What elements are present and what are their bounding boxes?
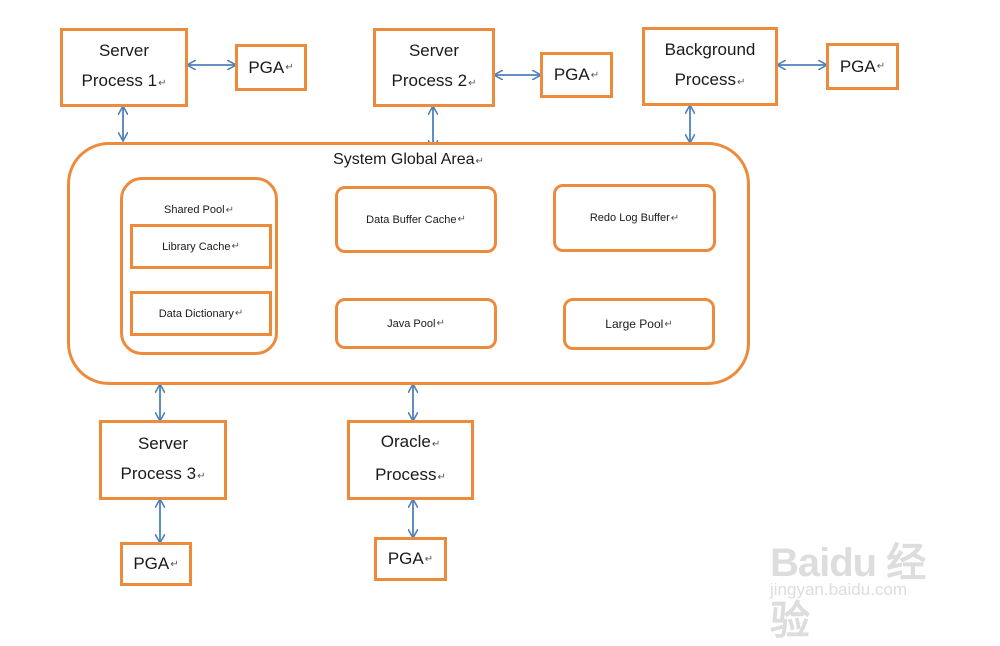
- server-process-1-line2: Process 1: [81, 71, 158, 90]
- server-process-2-line2: Process 2: [391, 71, 468, 90]
- baidu-watermark: Baidu 经验 jingyan.baidu.com: [760, 510, 960, 643]
- data-dictionary-box: Data Dictionary↵: [130, 291, 272, 336]
- library-cache-box: Library Cache↵: [130, 224, 272, 269]
- paragraph-mark: ↵: [285, 62, 294, 73]
- paragraph-mark: ↵: [234, 308, 244, 319]
- server-process-2-line1: Server: [408, 41, 460, 60]
- server-process-3-line2: Process 3: [120, 463, 197, 483]
- background-process-line1: Background: [664, 40, 756, 59]
- background-process-line2: Process: [674, 70, 736, 89]
- oracle-process-line1: Oracle: [380, 432, 431, 451]
- java-pool-box: Java Pool↵: [335, 298, 497, 349]
- pga-label: PGA: [839, 56, 876, 76]
- pga-box-5: PGA↵: [374, 537, 447, 581]
- redo-log-buffer-label: Redo Log Buffer: [589, 212, 670, 224]
- paragraph-mark: ↵: [737, 77, 746, 88]
- oracle-process-box: Oracle↵Process↵: [347, 420, 474, 500]
- pga-box-3: PGA↵: [826, 43, 899, 90]
- sga-title: System Global Area: [333, 151, 475, 168]
- oracle-process-line2: Process: [375, 465, 437, 484]
- java-pool-label: Java Pool: [387, 317, 436, 330]
- pga-box-4: PGA↵: [120, 542, 192, 586]
- paragraph-mark: ↵: [475, 156, 484, 167]
- paragraph-mark: ↵: [590, 69, 600, 81]
- large-pool-label: Large Pool: [605, 317, 664, 331]
- connectors: [0, 0, 1000, 622]
- paragraph-mark: ↵: [431, 439, 441, 450]
- watermark-main: Baidu 经验: [770, 541, 926, 643]
- data-dictionary-label: Data Dictionary: [158, 307, 234, 320]
- shared-pool-title: Shared Pool: [164, 204, 225, 216]
- data-buffer-cache-label: Data Buffer Cache: [366, 213, 457, 226]
- pga-label: PGA: [553, 65, 590, 84]
- watermark-sub: jingyan.baidu.com: [770, 580, 908, 599]
- paragraph-mark: ↵: [231, 241, 240, 252]
- paragraph-mark: ↵: [670, 212, 680, 224]
- pga-box-1: PGA↵: [235, 44, 307, 91]
- paragraph-mark: ↵: [457, 214, 466, 225]
- large-pool-box: Large Pool↵: [563, 298, 715, 350]
- paragraph-mark: ↵: [468, 78, 477, 89]
- paragraph-mark: ↵: [664, 318, 673, 330]
- pga-label: PGA: [248, 57, 285, 77]
- paragraph-mark: ↵: [170, 558, 179, 570]
- redo-log-buffer-box: Redo Log Buffer↵: [553, 184, 716, 252]
- paragraph-mark: ↵: [436, 318, 445, 329]
- paragraph-mark: ↵: [225, 205, 234, 216]
- paragraph-mark: ↵: [424, 553, 434, 565]
- paragraph-mark: ↵: [876, 61, 886, 72]
- server-process-1-line1: Server: [98, 41, 150, 60]
- pga-label: PGA: [133, 554, 170, 573]
- paragraph-mark: ↵: [437, 472, 446, 483]
- library-cache-label: Library Cache: [162, 240, 231, 253]
- paragraph-mark: ↵: [197, 470, 206, 482]
- paragraph-mark: ↵: [158, 78, 167, 89]
- data-buffer-cache-box: Data Buffer Cache↵: [335, 186, 497, 253]
- pga-label: PGA: [387, 549, 424, 568]
- server-process-3-line1: Server: [137, 433, 189, 453]
- pga-box-2: PGA↵: [540, 52, 613, 98]
